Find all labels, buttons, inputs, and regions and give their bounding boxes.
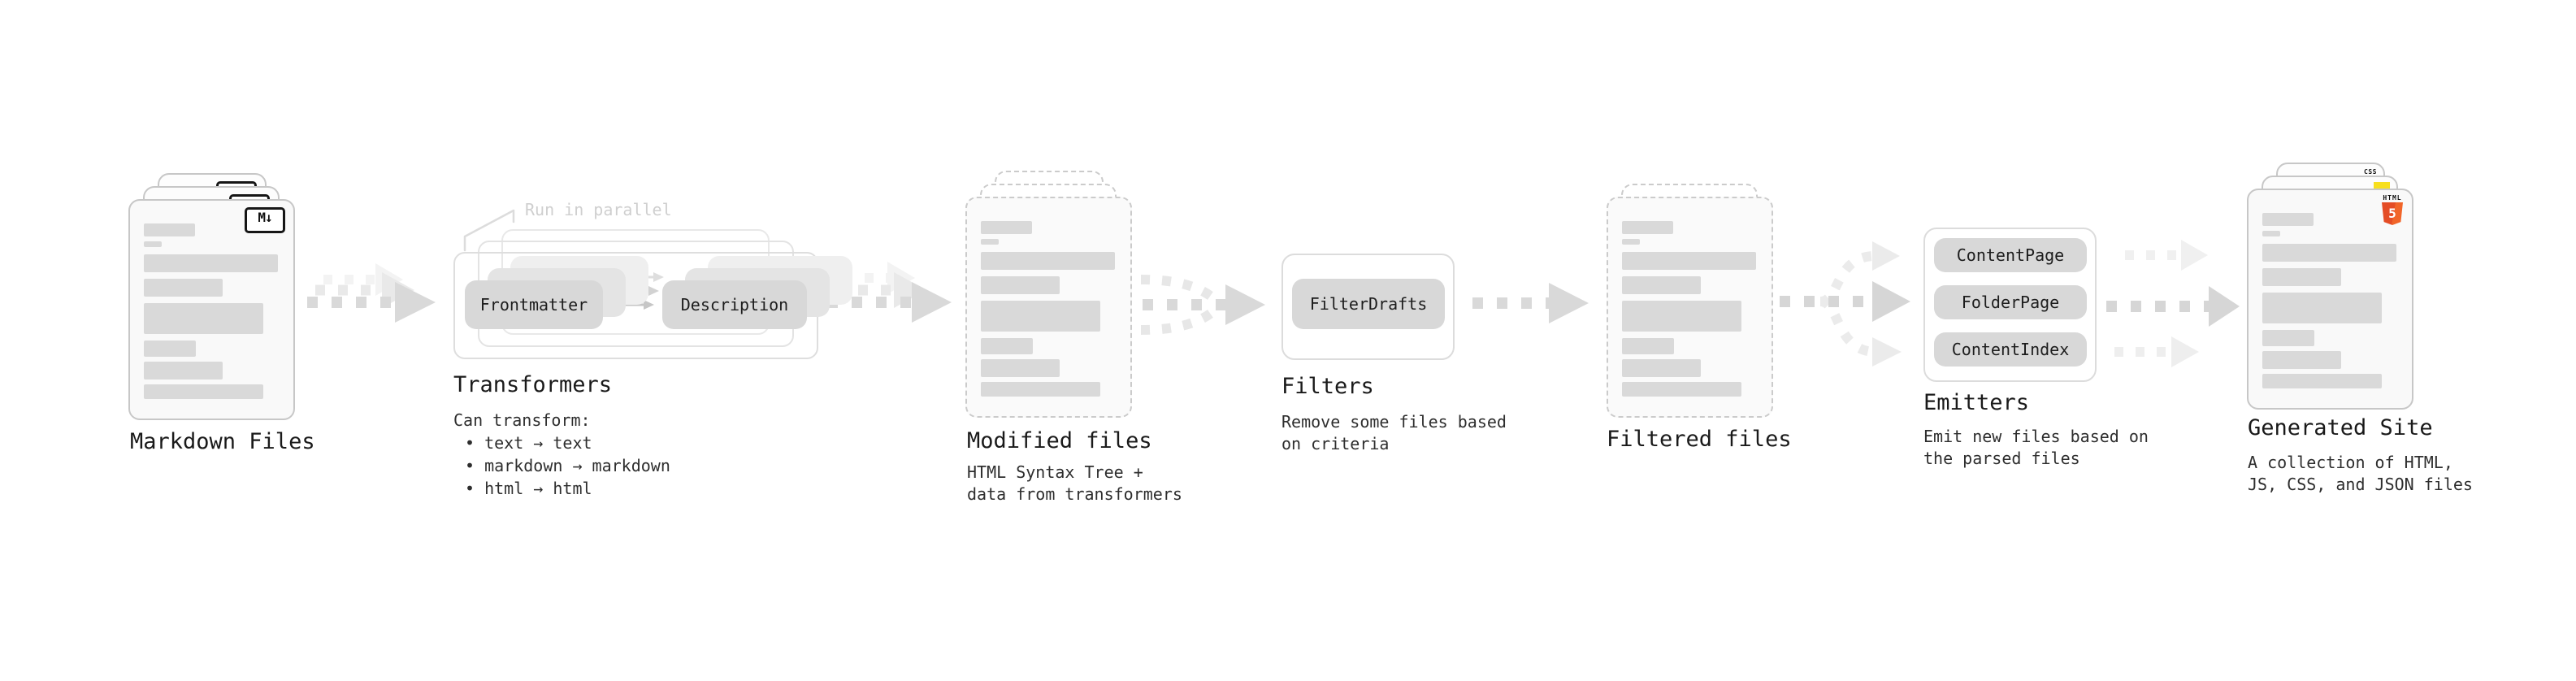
doc-text-bar [2262, 231, 2280, 236]
doc-text-bar [2262, 374, 2382, 388]
caption-bullet: • html → html [465, 479, 592, 498]
doc-text-bar [144, 362, 223, 380]
doc-text-bar [144, 223, 195, 236]
arrow-emitters-to-generated-icon [2106, 240, 2240, 367]
frontmatter-pill: Frontmatter [465, 280, 603, 329]
doc-text-bar [981, 239, 999, 245]
caption-bullet: • text → text [465, 433, 592, 453]
doc-text-bar [1622, 221, 1673, 234]
doc-text-bar [2262, 213, 2314, 226]
doc-text-bar [144, 241, 162, 247]
caption-line: the parsed files [1923, 449, 2080, 468]
doc-text-bar [1622, 252, 1756, 270]
caption-line: A collection of HTML, [2248, 453, 2453, 472]
emitters-label: Emitters [1923, 390, 2030, 415]
doc-text-bar [144, 340, 196, 357]
caption-line: HTML Syntax Tree + [967, 462, 1143, 482]
arrow-filters-to-filtered-icon [1472, 283, 1589, 323]
doc-text-bar [1622, 239, 1640, 245]
doc-text-bar [1622, 338, 1674, 354]
filtered-files-label: Filtered files [1607, 427, 1792, 452]
doc-placeholder-text [967, 198, 1130, 416]
doc-text-bar [2262, 330, 2314, 346]
generated-site-caption: A collection of HTML, JS, CSS, and JSON … [2248, 452, 2473, 496]
caption-line: Emit new files based on [1923, 427, 2149, 446]
doc-text-bar [144, 303, 263, 334]
run-in-parallel-callout: Run in parallel [525, 200, 672, 219]
arrow-modified-to-filters-icon [1140, 275, 1265, 335]
doc-text-bar [981, 382, 1100, 397]
filters-caption: Remove some files based on criteria [1281, 411, 1507, 455]
doc-text-bar [2262, 351, 2341, 369]
transformers-label: Transformers [453, 372, 613, 397]
caption-line: Can transform: [453, 410, 591, 430]
generated-site-label: Generated Site [2248, 415, 2433, 440]
filterdrafts-pill: FilterDrafts [1292, 279, 1445, 329]
doc-text-bar [144, 279, 223, 297]
doc-text-bar [981, 276, 1060, 294]
caption-line: Remove some files based [1281, 412, 1507, 432]
filters-label: Filters [1281, 374, 1374, 399]
doc-text-bar [1622, 382, 1741, 397]
modified-files-caption: HTML Syntax Tree + data from transformer… [967, 462, 1182, 505]
caption-line: JS, CSS, and JSON files [2248, 475, 2473, 494]
folderpage-pill: FolderPage [1934, 285, 2087, 319]
contentindex-pill: ContentIndex [1934, 332, 2087, 367]
html5-icon: HTML 5 [2379, 194, 2405, 225]
markdown-icon: M↓ [245, 207, 285, 233]
html-file-card: HTML 5 [2247, 189, 2413, 410]
caption-bullet: • markdown → markdown [465, 456, 670, 475]
caption-line: data from transformers [967, 484, 1182, 504]
doc-text-bar [2262, 293, 2382, 323]
doc-text-bar [144, 254, 278, 272]
transformers-caption: Can transform: • text → text • markdown … [453, 409, 670, 500]
markdown-files-label: Markdown Files [130, 429, 315, 454]
filtered-file-card [1607, 197, 1773, 418]
doc-text-bar [981, 221, 1032, 234]
doc-text-bar [2262, 244, 2396, 262]
doc-text-bar [1622, 276, 1701, 294]
doc-placeholder-text [130, 201, 293, 419]
modified-files-label: Modified files [967, 428, 1152, 453]
doc-placeholder-text [1608, 198, 1772, 416]
contentpage-pill: ContentPage [1934, 238, 2087, 272]
emitters-caption: Emit new files based on the parsed files [1923, 426, 2149, 470]
arrow-markdown-to-transformers-icon [307, 263, 436, 323]
doc-text-bar [981, 301, 1100, 332]
description-pill: Description [662, 280, 807, 329]
doc-text-bar [981, 252, 1115, 270]
arrow-filtered-to-emitters-icon [1780, 241, 1910, 367]
doc-text-bar [981, 359, 1060, 377]
doc-text-bar [1622, 301, 1741, 332]
doc-text-bar [1622, 359, 1701, 377]
callout-leader-line [463, 209, 515, 252]
caption-line: on criteria [1281, 434, 1390, 453]
doc-text-bar [2262, 268, 2341, 286]
markdown-file-card: M↓ [128, 199, 295, 420]
doc-placeholder-text [2249, 190, 2412, 408]
doc-text-bar [981, 338, 1033, 354]
doc-text-bar [144, 384, 263, 399]
modified-file-card [965, 197, 1132, 418]
